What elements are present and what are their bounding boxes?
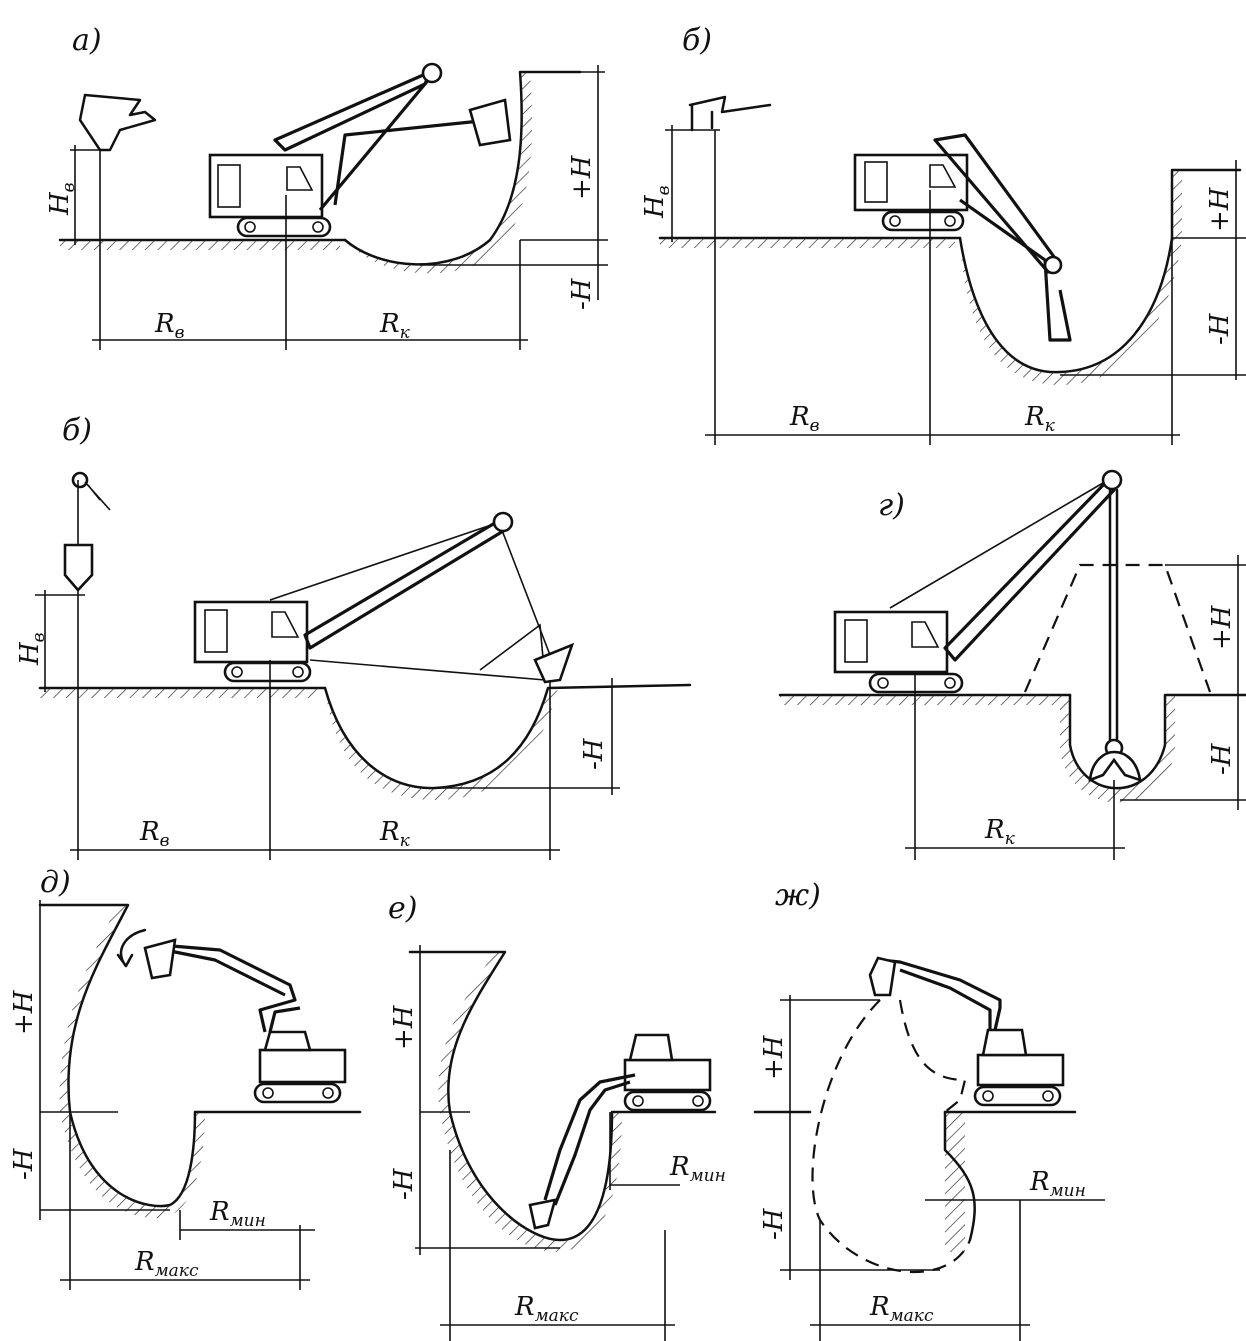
dim-a-rk: Rк <box>379 309 411 343</box>
panel-a-label: а) <box>72 23 102 58</box>
panel-e: е) +H -H Rмин Rмакс <box>388 891 726 1341</box>
dim-d-minush: -H <box>9 1147 39 1180</box>
panel-d: д) +H -H Rмин Rмакс <box>9 865 362 1290</box>
panel-g: г) Rк +H -H <box>778 469 1246 860</box>
dim-d-rmin: Rмин <box>209 1197 266 1231</box>
dim-v-hv: Hв <box>15 632 49 666</box>
excavator-cab-v <box>193 600 309 664</box>
panel-g-label: г) <box>878 488 905 523</box>
dim-zh-rmax: Rмакс <box>869 1292 934 1326</box>
dim-a-plush: +H <box>567 154 597 200</box>
dim-b-minush: -H <box>1205 312 1235 345</box>
excavator-cab-zh <box>976 1053 1065 1087</box>
dim-v-rk: Rк <box>379 817 411 851</box>
dim-d-plush: +H <box>9 989 39 1035</box>
panel-b-label: б) <box>682 23 712 58</box>
dim-a-rv: Rв <box>154 309 185 343</box>
dim-zh-minush: -H <box>759 1207 789 1240</box>
panel-zh: ж) +H -H Rмин Rмакс <box>753 878 1105 1341</box>
dim-g-plush: +H <box>1207 604 1237 650</box>
dim-v-minush: -H <box>579 737 609 770</box>
dim-g-minush: -H <box>1207 742 1237 775</box>
panel-b: б) Hв Rв Rк +H -H <box>640 23 1246 445</box>
dim-e-rmax: Rмакс <box>514 1292 579 1326</box>
excavator-cab-b <box>853 153 969 212</box>
dim-e-minush: -H <box>389 1167 419 1200</box>
dim-d-rmax: Rмакс <box>134 1247 199 1281</box>
dim-v-rv: Rв <box>139 817 170 851</box>
panel-zh-label: ж) <box>775 878 821 913</box>
dim-b-rv: Rв <box>789 402 820 436</box>
dim-e-rmin: Rмин <box>669 1152 726 1186</box>
dim-zh-plush: +H <box>759 1034 789 1080</box>
dim-e-plush: +H <box>389 1004 419 1050</box>
dim-b-hv: Hв <box>640 185 674 219</box>
dim-zh-rmin: Rмин <box>1029 1167 1086 1201</box>
panel-v-label: б) <box>62 413 92 448</box>
dim-g-rk: Rк <box>984 815 1016 849</box>
panel-a: а) Hв Rв Rк +H -H <box>45 23 608 350</box>
excavator-cab-g <box>833 610 949 674</box>
dim-b-rk: Rк <box>1024 402 1056 436</box>
panel-v: б) Hв Rв Rк -H <box>15 413 692 860</box>
panel-e-label: е) <box>388 891 417 926</box>
dim-a-hv: Hв <box>45 182 79 216</box>
excavator-cab-e <box>623 1058 712 1092</box>
dim-b-plush: +H <box>1205 186 1235 232</box>
dim-a-minush: -H <box>567 277 597 310</box>
excavator-cab-d <box>258 1048 347 1084</box>
panel-d-label: д) <box>40 865 71 900</box>
